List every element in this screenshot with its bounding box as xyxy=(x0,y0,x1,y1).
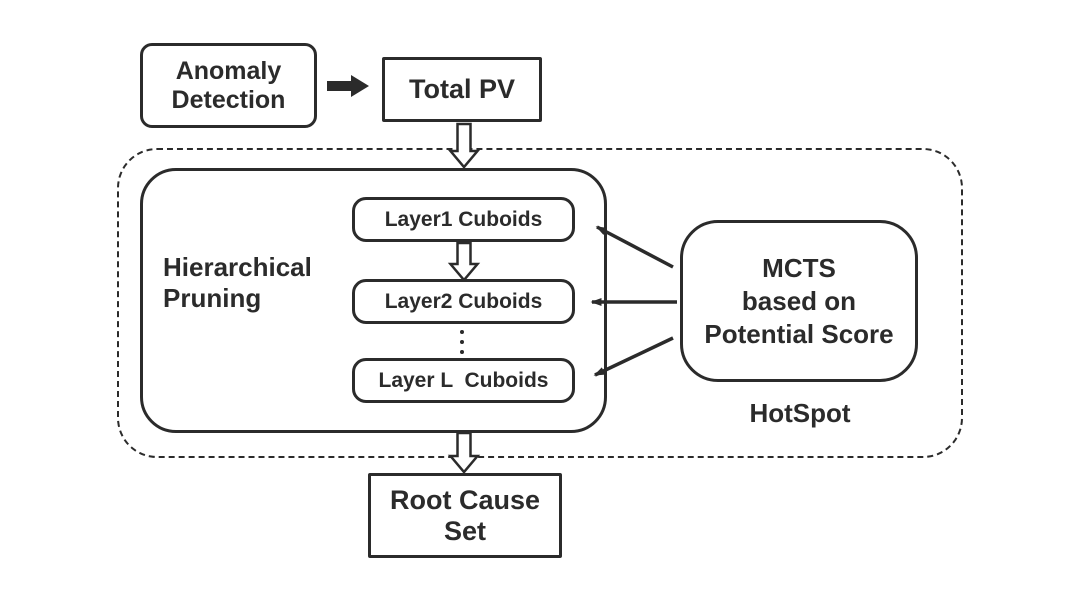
mcts-label-line2: based on xyxy=(741,285,857,316)
layer1-cuboids-node: Layer1 Cuboids xyxy=(352,197,575,242)
ellipsis-dot xyxy=(460,350,464,354)
anomaly-detection-label-line2: Detection xyxy=(171,85,286,114)
hierarchical-pruning-label: Hierarchical Pruning xyxy=(163,252,312,314)
vertical-ellipsis xyxy=(460,330,464,354)
hierarchical-pruning-label-line1: Hierarchical xyxy=(163,252,312,282)
ellipsis-dot xyxy=(460,330,464,334)
hierarchical-pruning-label-line2: Pruning xyxy=(163,283,262,313)
hotspot-dashed-container xyxy=(117,148,963,458)
total-pv-node: Total PV xyxy=(382,57,542,122)
layer1-cuboids-label: Layer1 Cuboids xyxy=(384,207,543,231)
hotspot-label: HotSpot xyxy=(749,398,851,428)
layerL-cuboids-label: Layer L Cuboids xyxy=(378,368,549,392)
ellipsis-dot xyxy=(460,340,464,344)
anomaly-detection-label-line1: Anomaly xyxy=(175,56,282,85)
layer2-cuboids-label: Layer2 Cuboids xyxy=(384,289,543,313)
mcts-label-line3: Potential Score xyxy=(704,318,894,349)
total-pv-label: Total PV xyxy=(408,74,515,104)
mcts-node: MCTS based on Potential Score xyxy=(680,220,918,382)
root-cause-label-line1: Root Cause xyxy=(389,484,541,515)
anomaly-detection-node: Anomaly Detection xyxy=(140,43,317,128)
arrow-anomaly-to-totalpv xyxy=(327,75,369,97)
mcts-label-line1: MCTS xyxy=(762,252,836,283)
root-cause-label-line2: Set xyxy=(443,515,487,546)
layerL-cuboids-node: Layer L Cuboids xyxy=(352,358,575,403)
layer2-cuboids-node: Layer2 Cuboids xyxy=(352,279,575,324)
root-cause-set-node: Root Cause Set xyxy=(368,473,562,558)
